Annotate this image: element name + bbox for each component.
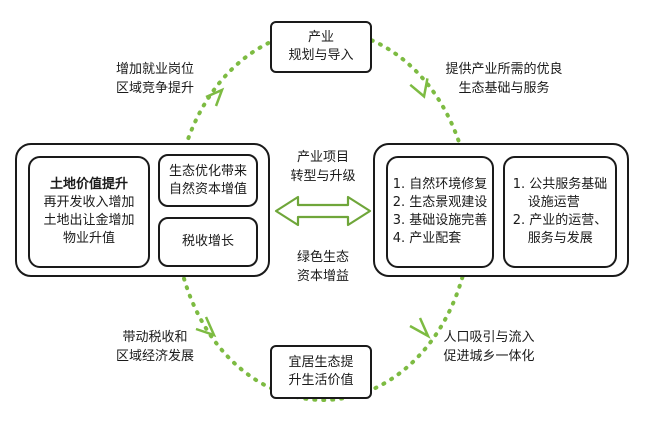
- industry-planning-box: 产业 规划与导入: [270, 21, 372, 73]
- industry-transform-line1: 产业项目: [296, 150, 349, 165]
- service-item2a: 2. 产业的运营、: [512, 213, 608, 228]
- center-double-arrow: [274, 195, 372, 227]
- livable-ecology-line1: 宜居生态提: [288, 355, 354, 370]
- green-capital-line2: 资本增益: [296, 269, 349, 284]
- jobs-competition-line1: 增加就业岗位: [115, 62, 194, 77]
- service-item2b: 服务与发展: [527, 231, 593, 246]
- land-value-title: 土地价值提升: [49, 177, 128, 192]
- service-item1a: 1. 公共服务基础: [512, 177, 608, 192]
- industry-planning-line2: 规划与导入: [288, 48, 354, 63]
- population-urban-label: 人口吸引与流入 促进城乡一体化: [434, 328, 544, 366]
- eco-list-item4: 4. 产业配套: [392, 231, 462, 246]
- eco-foundation-line1: 提供产业所需的优良: [445, 62, 563, 77]
- eco-capital-line1: 生态优化带来: [168, 163, 247, 179]
- loop-arrowhead-top-right: [409, 78, 429, 99]
- tax-economy-label: 带动税收和 区域经济发展: [100, 328, 210, 366]
- land-value-box: 土地价值提升 再开发收入增加 土地出让金增加 物业升值: [28, 156, 150, 268]
- green-capital-line1: 绿色生态: [296, 250, 349, 265]
- eco-list-item2: 2. 生态景观建设: [392, 195, 488, 210]
- land-value-line3: 物业升值: [62, 231, 115, 246]
- loop-arrowhead-bottom-right: [409, 317, 431, 339]
- livable-ecology-box: 宜居生态提 升生活价值: [270, 345, 372, 399]
- population-urban-line1: 人口吸引与流入: [443, 330, 535, 345]
- tax-growth-box: 税收增长: [158, 217, 258, 267]
- industry-planning-line1: 产业: [307, 30, 334, 45]
- land-value-line2: 土地出让金增加: [43, 213, 135, 228]
- jobs-competition-line2: 区域竞争提升: [115, 81, 194, 96]
- livable-ecology-line2: 升生活价值: [288, 373, 354, 388]
- industry-transform-line2: 转型与升级: [290, 169, 356, 184]
- population-urban-line2: 促进城乡一体化: [443, 349, 535, 364]
- eco-foundation-line2: 生态基础与服务: [458, 81, 550, 96]
- jobs-competition-label: 增加就业岗位 区域竞争提升: [100, 60, 210, 98]
- loop-arrowhead-top-left: [205, 87, 225, 107]
- green-capital-label: 绿色生态 资本增益: [273, 248, 373, 286]
- eco-list-item3: 3. 基础设施完善: [392, 213, 488, 228]
- eco-capital-line2: 自然资本增值: [168, 181, 247, 197]
- tax-economy-line2: 区域经济发展: [115, 349, 194, 364]
- eco-construction-box: 1. 自然环境修复 2. 生态景观建设 3. 基础设施完善 4. 产业配套: [386, 156, 494, 268]
- eco-list-item1: 1. 自然环境修复: [392, 177, 488, 192]
- eco-foundation-label: 提供产业所需的优良 生态基础与服务: [434, 60, 574, 98]
- tax-growth-text: 税收增长: [181, 234, 234, 249]
- public-service-box: 1. 公共服务基础 设施运营 2. 产业的运营、 服务与发展: [503, 156, 617, 268]
- tax-economy-line1: 带动税收和: [122, 330, 188, 345]
- service-item1b: 设施运营: [527, 195, 580, 210]
- land-value-line1: 再开发收入增加: [43, 195, 135, 210]
- loop-arrowhead-bottom-left: [195, 316, 217, 338]
- eco-capital-box: 生态优化带来 自然资本增值: [158, 154, 258, 207]
- industry-transform-label: 产业项目 转型与升级: [273, 148, 373, 186]
